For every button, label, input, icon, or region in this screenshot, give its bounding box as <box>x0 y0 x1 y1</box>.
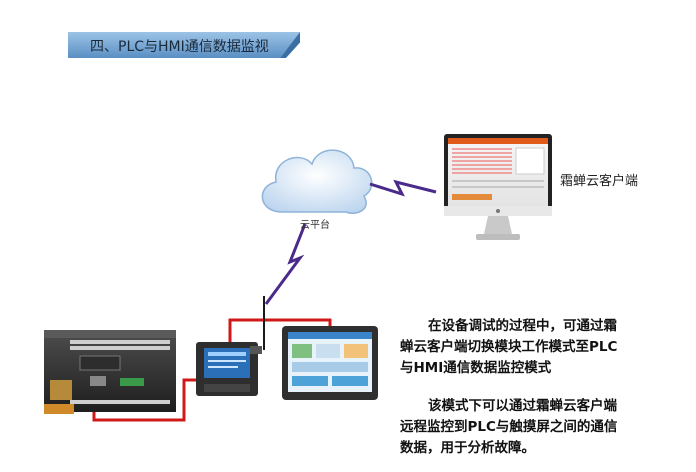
lightning-link-icon <box>264 223 307 305</box>
section-banner: 四、PLC与HMI通信数据监视 <box>68 32 300 58</box>
description-para-2: 该模式下可以通过霜蝉云客户端 远程监控到PLC与触摸屏之间的通信 数据，用于分析… <box>400 396 617 459</box>
monitor-icon <box>444 134 552 240</box>
description-para-1: 在设备调试的过程中，可通过霜 蝉云客户端切换模块工作模式至PLC 与HMI通信数… <box>400 316 617 379</box>
description-line: 在设备调试的过程中，可通过霜 <box>428 318 617 334</box>
gateway-icon <box>196 296 265 396</box>
lightning-link-icon <box>369 179 437 197</box>
client-label: 霜蝉云客户端 <box>560 174 639 189</box>
banner-title: 四、PLC与HMI通信数据监视 <box>90 39 269 55</box>
description-line: 与HMI通信数据监控模式 <box>400 360 552 376</box>
plc-icon <box>44 330 176 414</box>
description-line: 数据，用于分析故障。 <box>400 440 535 456</box>
cloud-label: 云平台 <box>300 220 330 231</box>
description-line: 该模式下可以通过霜蝉云客户端 <box>428 398 617 414</box>
description-line: 远程监控到PLC与触摸屏之间的通信 <box>400 419 618 435</box>
banner-shape <box>68 32 300 58</box>
touchscreen-icon <box>282 326 378 400</box>
cloud-icon <box>261 149 373 214</box>
description-line: 蝉云客户端切换模块工作模式至PLC <box>400 339 618 355</box>
